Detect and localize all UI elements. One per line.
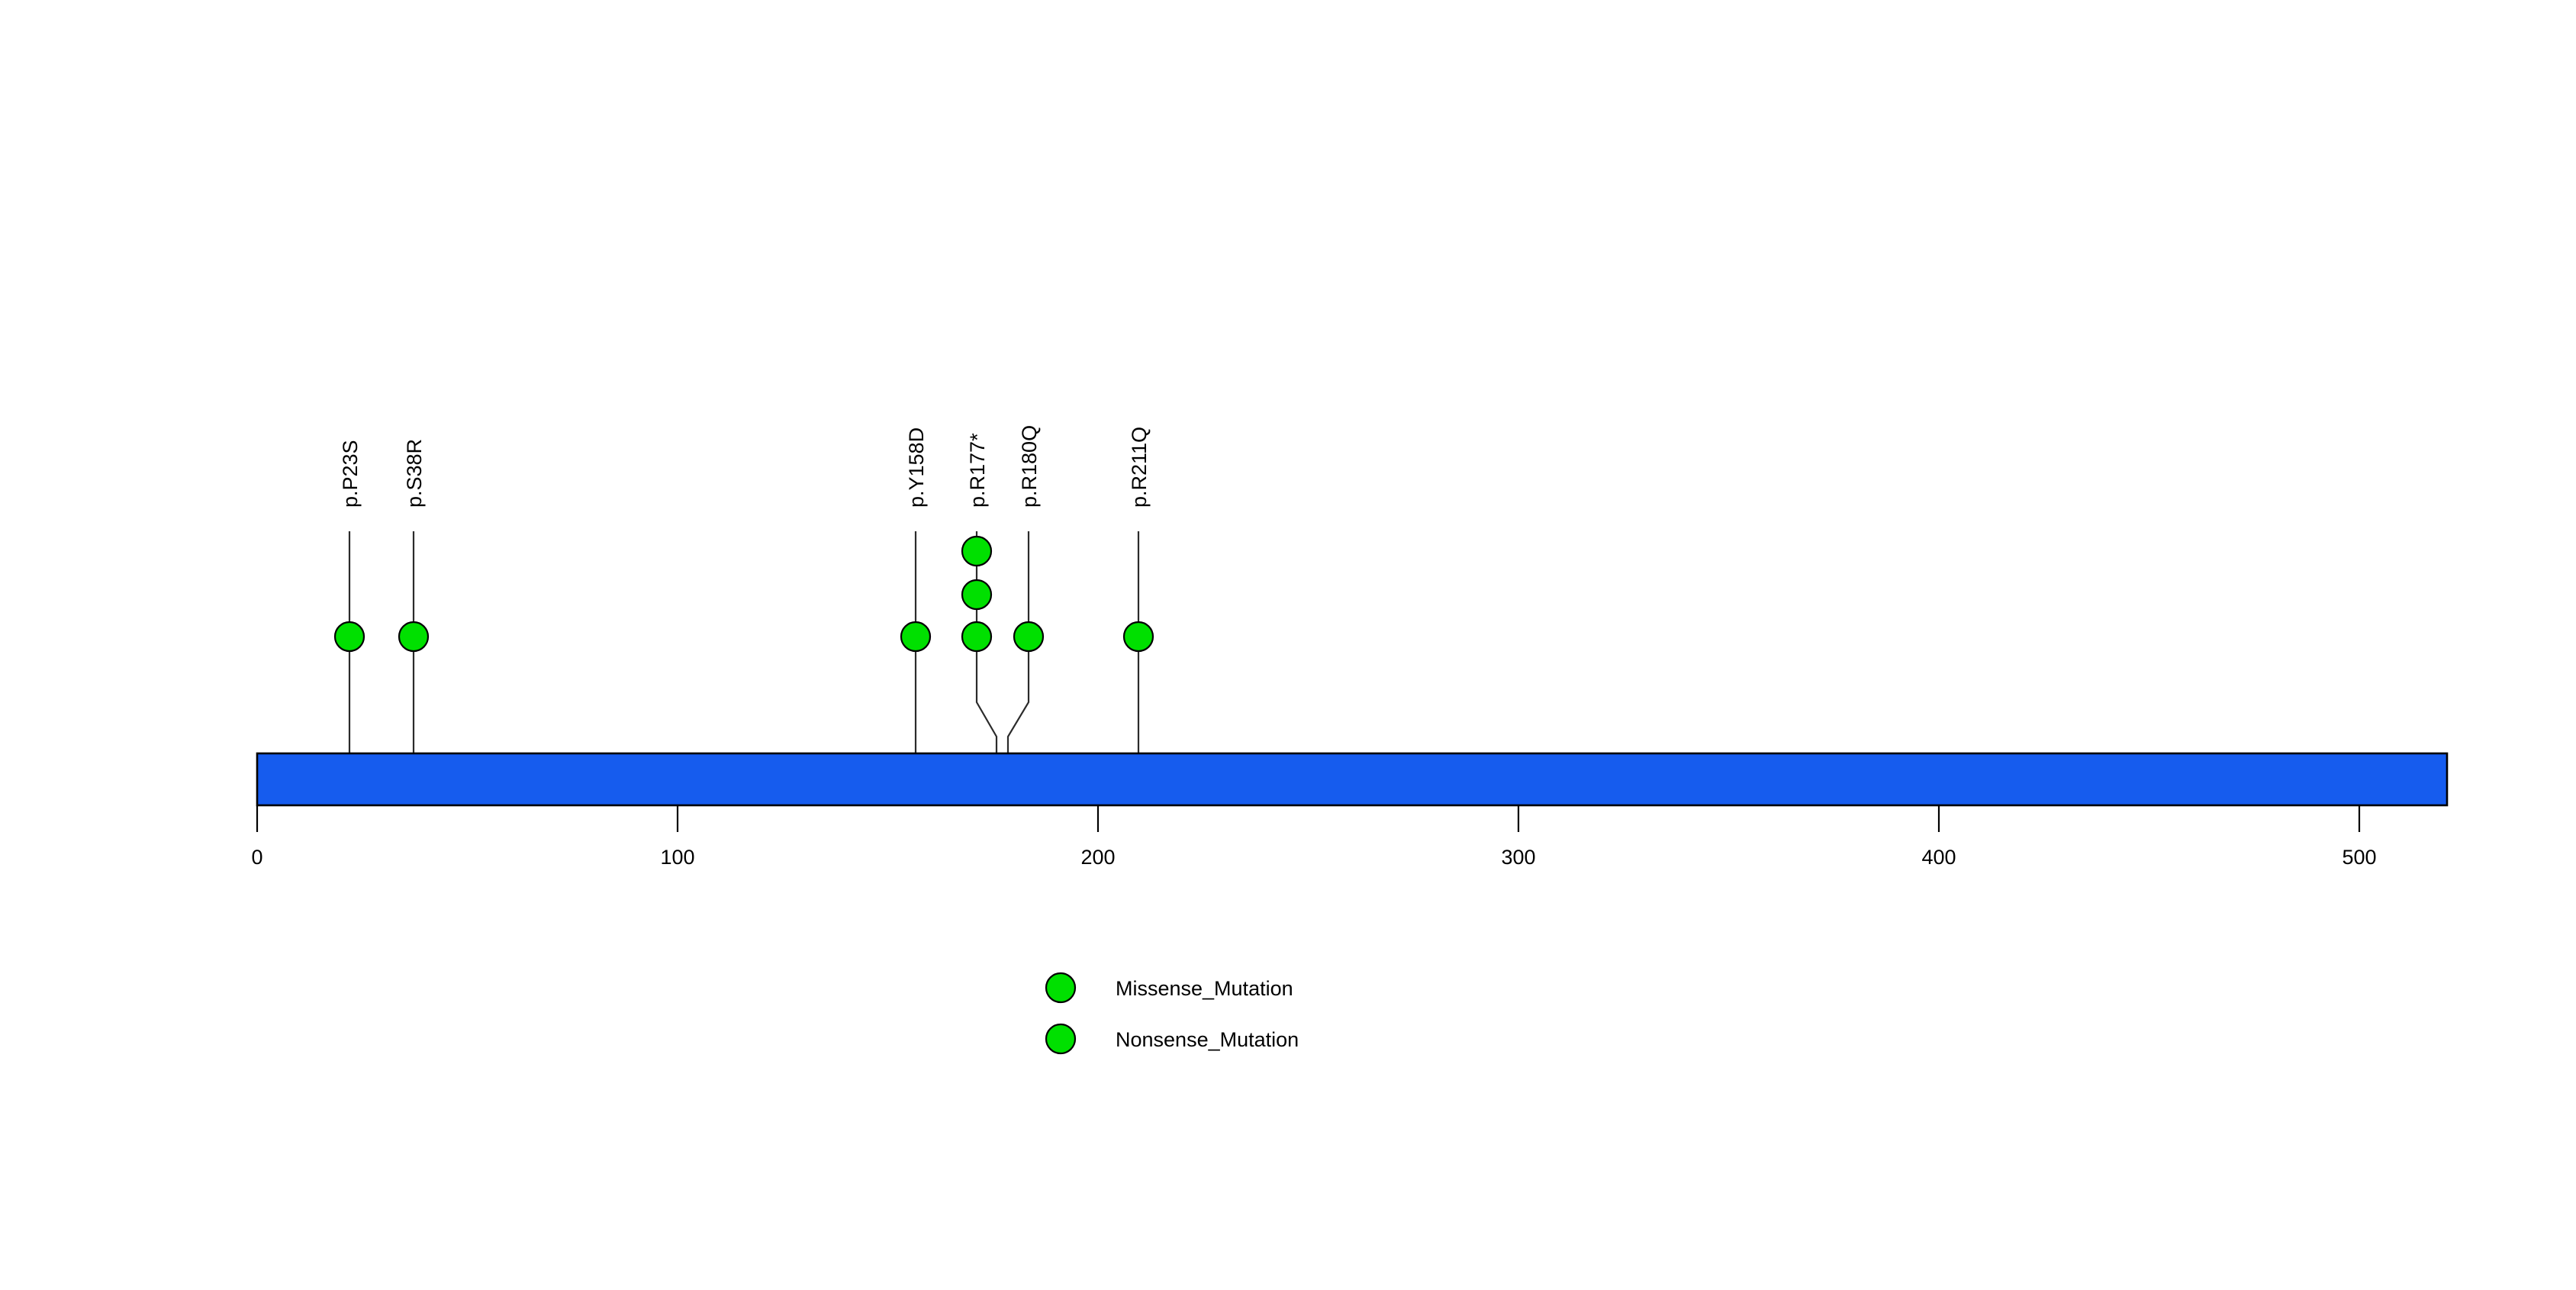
axis-tick-label-group: 0 100 200 300 400 500 [251,846,2376,869]
lollipop-head-s38r[interactable] [398,621,430,653]
lollipop-head-r180q[interactable] [1013,621,1045,653]
legend: Missense_Mutation Nonsense_Mutation [1045,972,1299,1055]
mutation-label-p-r180q: p.R180Q [1018,425,1041,508]
axis-tick-label-200: 200 [1080,846,1115,869]
mutation-label-p-y158d: p.Y158D [905,427,928,508]
axis-tick-label-100: 100 [660,846,694,869]
axis-tick-label-500: 500 [2342,846,2376,869]
axis-tick-label-300: 300 [1501,846,1535,869]
mutation-label-p-r177-star: p.R177* [966,433,989,508]
legend-marker-nonsense-icon [1045,1023,1077,1055]
protein-domain-bar [256,752,2449,807]
lollipop-head-y158d[interactable] [900,621,932,653]
mutation-label-p-s38r: p.S38R [403,439,426,508]
legend-marker-missense-icon [1045,972,1077,1004]
lollipop-head-r177-1[interactable] [961,621,993,653]
lollipop-head-r177-2[interactable] [961,579,993,611]
axis-tick-group [256,805,2361,832]
legend-item-nonsense[interactable]: Nonsense_Mutation [1045,1023,1299,1055]
lollipop-head-p23s[interactable] [333,621,365,653]
legend-item-missense[interactable]: Missense_Mutation [1045,972,1293,1004]
axis-tick-label-400: 400 [1921,846,1956,869]
axis-tick-label-0: 0 [251,846,262,869]
mutation-label-p-p23s: p.P23S [339,440,362,508]
lollipop-head-r177-3[interactable] [961,535,993,567]
mutation-label-p-r211q: p.R211Q [1128,427,1151,508]
mutation-label-group: p.P23S p.S38R p.Y158D p.R177* p.R180Q p.… [339,425,1151,508]
lollipop-head-r211q[interactable] [1122,621,1154,653]
lollipop-head-group [333,535,1154,653]
legend-label-missense: Missense_Mutation [1116,977,1293,1000]
legend-label-nonsense: Nonsense_Mutation [1116,1028,1299,1051]
